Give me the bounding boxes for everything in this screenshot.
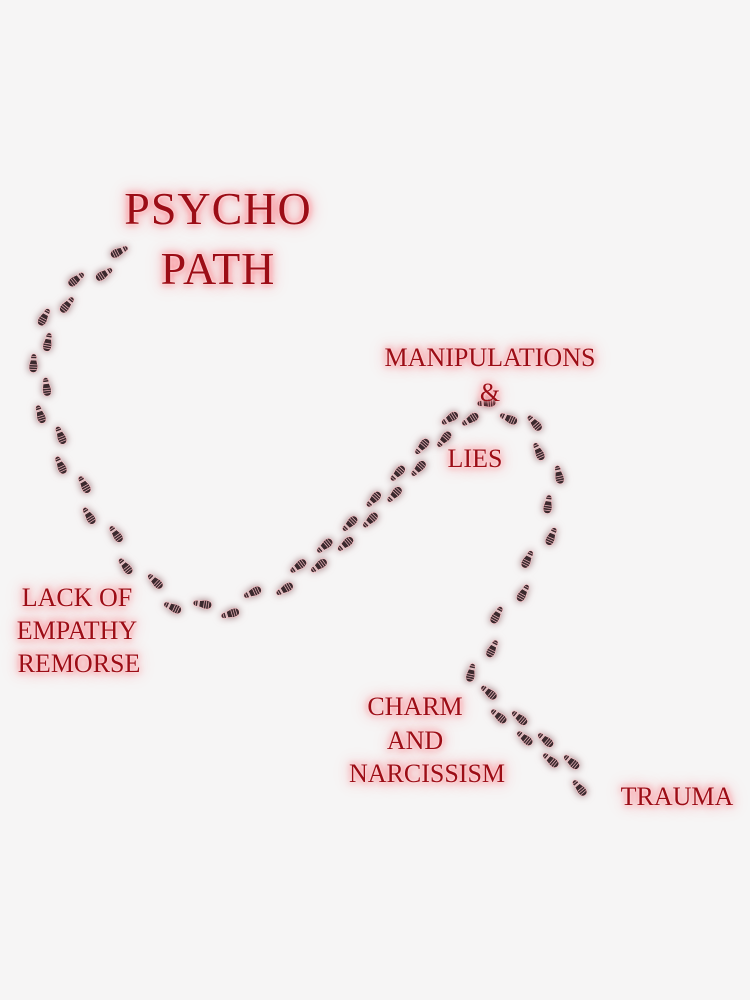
title-psycho: PSYCHO <box>124 183 312 234</box>
footprint-icon <box>543 525 560 548</box>
footprint-icon <box>219 606 241 622</box>
footprint-icon <box>339 513 360 534</box>
footprint-icon <box>28 353 39 374</box>
footprint-icon <box>363 489 384 510</box>
footprint-icon <box>464 662 478 684</box>
empathy-label: EMPATHY <box>16 616 138 645</box>
footprint-icon <box>52 424 69 446</box>
footprint-icon <box>542 493 555 515</box>
manipulations-label: MANIPULATIONS <box>384 343 596 372</box>
footprint-icon <box>412 436 432 457</box>
footprint-icon <box>569 777 590 799</box>
footprint-icon <box>57 294 77 316</box>
footprint-icon <box>439 409 461 428</box>
footprint-icon <box>314 536 335 556</box>
footprint-icon <box>514 728 535 748</box>
footprint-icon <box>75 473 93 496</box>
footprint-icon <box>115 555 135 577</box>
title-path: PATH <box>160 243 276 294</box>
footprint-icon <box>40 376 53 397</box>
footprint-icon <box>106 523 126 545</box>
footprint-icon <box>488 604 506 626</box>
footprint-icon <box>35 306 53 328</box>
lack-of-label: LACK OF <box>21 583 133 612</box>
remorse-label: REMORSE <box>17 649 141 678</box>
and-label: AND <box>386 726 444 755</box>
footprint-icon <box>335 534 356 554</box>
footprint-icon <box>41 331 55 353</box>
footprint-icon <box>387 463 408 484</box>
footprint-icon <box>384 484 405 505</box>
trauma-label: TRAUMA <box>620 782 734 811</box>
lies-label: LIES <box>447 444 503 473</box>
footprint-icon <box>509 708 530 728</box>
footprint-icon <box>552 464 566 486</box>
footprint-icon <box>519 548 537 570</box>
footprint-icon <box>287 556 309 576</box>
footprint-icon <box>79 505 98 527</box>
narcissism-label: NARCISSISM <box>348 759 506 788</box>
footprint-icon <box>241 584 264 601</box>
footprint-icon <box>488 706 509 726</box>
footprint-icon <box>524 412 545 434</box>
footprint-icon <box>52 454 69 476</box>
footprint-icon <box>459 410 481 429</box>
footprint-icon <box>408 458 429 479</box>
footprint-icon <box>530 440 547 463</box>
footprint-icon <box>308 556 330 576</box>
footprint-icon <box>514 582 532 604</box>
footprint-icon <box>360 510 381 531</box>
footprint-icon <box>535 730 556 750</box>
charm-label: CHARM <box>367 692 463 721</box>
footprint-icon <box>192 598 213 611</box>
ampersand-label: & <box>479 378 501 407</box>
footprint-icon <box>540 750 561 770</box>
footprint-icon <box>65 269 87 289</box>
footprint-icon <box>483 638 501 660</box>
footprint-icon <box>561 752 582 772</box>
footprint-icon <box>497 410 520 427</box>
footprint-icon <box>273 580 296 599</box>
footprint-icon <box>32 403 48 425</box>
footprint-icon <box>161 599 184 616</box>
